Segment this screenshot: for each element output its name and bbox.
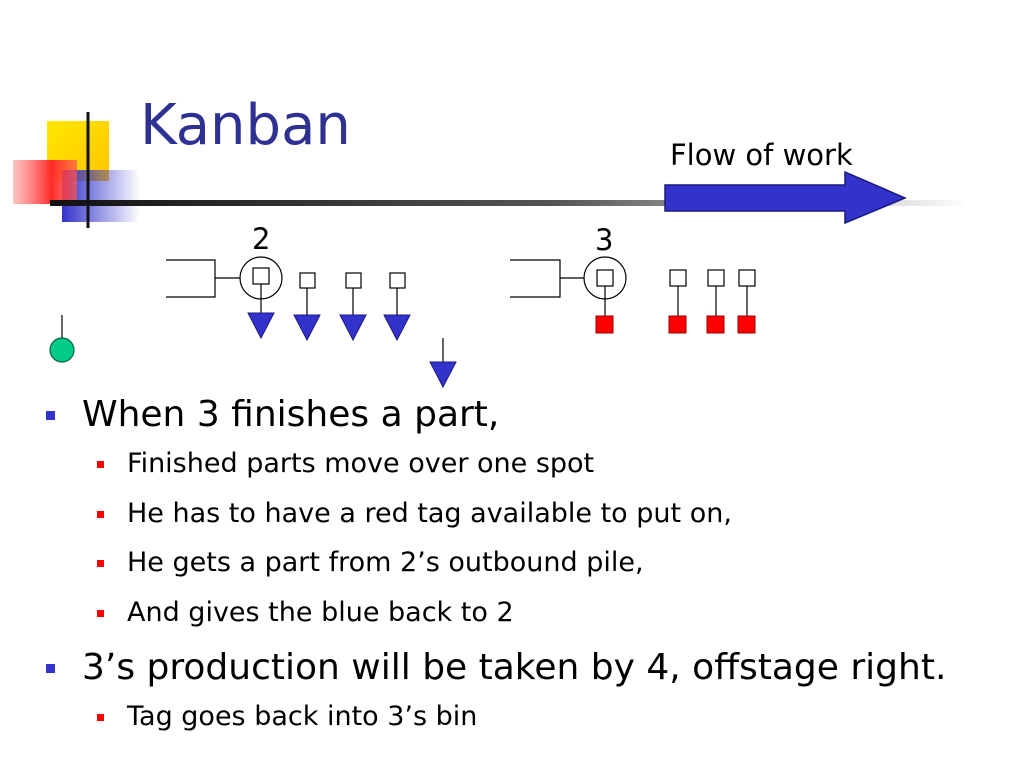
square-bullet-icon xyxy=(97,510,104,518)
square-bullet-icon xyxy=(97,714,104,721)
square-bullet-icon xyxy=(97,560,104,567)
flow-of-work-label: Flow of work xyxy=(670,138,853,172)
station-number: 2 xyxy=(252,222,270,256)
part-square xyxy=(596,269,614,287)
sub-bullet-text: Tag goes back into 3’s bin xyxy=(127,701,478,732)
queued-part xyxy=(737,269,756,334)
station-bin-outline xyxy=(166,259,216,298)
red-tag xyxy=(706,315,725,334)
blue-tag xyxy=(293,314,321,342)
bullet-text: 3’s production will be taken by 4, offst… xyxy=(82,647,947,688)
blue-tag xyxy=(429,361,457,389)
queued-part xyxy=(339,272,367,342)
red-tag xyxy=(595,315,614,334)
bullet-list: When 3 finishes a part, Finished parts m… xyxy=(44,392,1004,742)
square-bullet-icon xyxy=(97,609,104,617)
red-square xyxy=(13,160,77,204)
sub-bullet-item: He gets a part from 2’s outbound pile, xyxy=(83,538,1004,588)
queued-part xyxy=(293,272,321,342)
sub-bullet-item: He has to have a red tag available to pu… xyxy=(83,489,1004,539)
queued-part xyxy=(383,272,411,342)
worker-marker xyxy=(49,315,75,363)
sub-bullet-text: Finished parts move over one spot xyxy=(127,448,595,479)
blue-tag xyxy=(247,312,275,340)
title-underline xyxy=(50,200,970,206)
blue-tag xyxy=(383,314,411,342)
slide-title: Kanban xyxy=(140,93,351,158)
sub-bullet-item: Tag goes back into 3’s bin xyxy=(83,692,1004,742)
bullet-item: 3’s production will be taken by 4, offst… xyxy=(44,645,1004,691)
sub-bullet-text: He gets a part from 2’s outbound pile, xyxy=(127,547,644,578)
station-2: 2 xyxy=(166,222,411,342)
queued-part xyxy=(706,269,725,334)
sub-bullet-text: He has to have a red tag available to pu… xyxy=(127,497,732,529)
square-bullet-icon xyxy=(46,664,55,673)
blue-tag xyxy=(339,314,367,342)
part-square xyxy=(252,267,270,285)
red-tag xyxy=(668,315,687,334)
station-3: 3 xyxy=(510,223,756,334)
bullet-item: When 3 finishes a part, xyxy=(44,392,1004,438)
square-bullet-icon xyxy=(97,461,104,468)
flow-arrow xyxy=(664,170,907,225)
sub-bullet-item: Finished parts move over one spot xyxy=(83,439,1004,489)
detached-blue-tag xyxy=(429,338,457,389)
queued-part xyxy=(668,269,687,334)
square-bullet-icon xyxy=(46,411,55,420)
station-bin-outline xyxy=(510,259,561,298)
bullet-text: When 3 finishes a part, xyxy=(82,394,500,435)
sub-bullet-item: And gives the blue back to 2 xyxy=(83,588,1004,638)
sub-bullet-text: And gives the blue back to 2 xyxy=(127,596,514,628)
station-number: 3 xyxy=(595,223,613,257)
red-tag xyxy=(737,315,756,334)
